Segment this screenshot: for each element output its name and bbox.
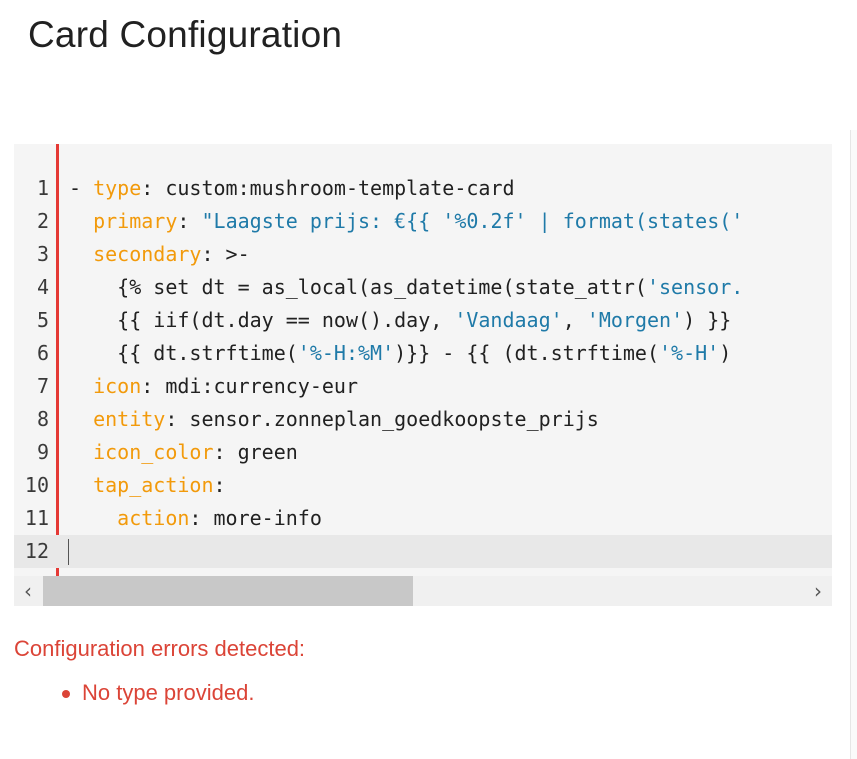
code-token: : sensor.zonneplan_goedkoopste_prijs — [165, 407, 599, 431]
code-token — [69, 242, 93, 266]
yaml-string-token: 'Morgen' — [586, 308, 684, 332]
code-line[interactable]: 2 primary: "Laagste prijs: €{{ '%0.2f' |… — [14, 205, 832, 238]
chevron-left-icon[interactable]: ‹ — [24, 579, 32, 603]
yaml-string-token: '%-H' — [659, 341, 720, 365]
code-token: - — [69, 176, 94, 200]
line-number: 11 — [24, 506, 49, 530]
code-text[interactable]: - type: custom:mushroom-template-card — [69, 172, 515, 205]
line-number: 1 — [36, 176, 49, 200]
code-token — [69, 374, 93, 398]
code-text[interactable]: secondary: >- — [69, 238, 250, 271]
yaml-string-token: "Laagste prijs: €{{ '%0.2f' | format(sta… — [201, 209, 744, 233]
yaml-key-token: icon_color — [93, 440, 214, 464]
code-token — [69, 440, 93, 464]
line-number: 12 — [24, 539, 49, 563]
yaml-key-token: entity — [93, 407, 166, 431]
line-number: 7 — [36, 374, 49, 398]
code-text[interactable]: tap_action: — [69, 469, 226, 502]
yaml-key-token: primary — [93, 209, 178, 233]
code-text[interactable]: {{ dt.strftime('%-H:%M')}} - {{ (dt.strf… — [69, 337, 731, 370]
code-text[interactable]: icon: mdi:currency-eur — [69, 370, 358, 403]
code-line[interactable]: 6 {{ dt.strftime('%-H:%M')}} - {{ (dt.st… — [14, 337, 832, 370]
code-token: ) — [719, 341, 732, 365]
code-token — [69, 506, 117, 530]
code-token: : >- — [201, 242, 250, 266]
panel-edge — [850, 130, 857, 759]
code-line[interactable]: 4 {% set dt = as_local(as_datetime(state… — [14, 271, 832, 304]
code-token: : green — [213, 440, 298, 464]
code-token: : — [213, 473, 226, 497]
line-number: 6 — [36, 341, 49, 365]
page-title: Card Configuration — [28, 14, 343, 55]
code-line[interactable]: 8 entity: sensor.zonneplan_goedkoopste_p… — [14, 403, 832, 436]
code-token — [69, 209, 93, 233]
yaml-key-token: secondary — [93, 242, 202, 266]
code-token: ) }} — [683, 308, 732, 332]
code-text[interactable]: primary: "Laagste prijs: €{{ '%0.2f' | f… — [69, 205, 743, 238]
line-number-gutter — [14, 144, 56, 576]
line-number: 10 — [24, 473, 49, 497]
code-line[interactable]: 12 — [14, 535, 832, 568]
code-token: : more-info — [189, 506, 322, 530]
code-token — [69, 473, 93, 497]
error-heading: Configuration errors detected: — [14, 636, 306, 661]
code-line[interactable]: 5 {{ iif(dt.day == now().day, 'Vandaag',… — [14, 304, 832, 337]
code-line[interactable]: 11 action: more-info — [14, 502, 832, 535]
code-token: {% set dt = as_local(as_datetime(state_a… — [69, 275, 647, 299]
bullet-icon — [62, 690, 70, 698]
error-item: No type provided. — [60, 680, 254, 706]
line-number: 4 — [36, 275, 49, 299]
code-token: {{ iif(dt.day == now().day, — [69, 308, 455, 332]
code-token: : — [177, 209, 202, 233]
yaml-key-token: icon — [93, 374, 142, 398]
code-token: : custom:mushroom-template-card — [141, 176, 515, 200]
code-token — [69, 407, 93, 431]
code-text[interactable]: icon_color: green — [69, 436, 298, 469]
line-number: 5 — [36, 308, 49, 332]
horizontal-scrollbar[interactable]: ‹ › — [14, 576, 832, 606]
code-token: , — [562, 308, 587, 332]
code-text[interactable]: action: more-info — [69, 502, 322, 535]
error-indicator-bar — [56, 144, 59, 576]
code-text[interactable]: {% set dt = as_local(as_datetime(state_a… — [69, 271, 743, 304]
code-text[interactable]: entity: sensor.zonneplan_goedkoopste_pri… — [69, 403, 599, 436]
chevron-right-icon[interactable]: › — [814, 579, 822, 603]
line-number: 3 — [36, 242, 49, 266]
line-number: 8 — [36, 407, 49, 431]
code-line[interactable]: 9 icon_color: green — [14, 436, 832, 469]
code-token: )}} - {{ (dt.strftime( — [394, 341, 660, 365]
error-message: No type provided. — [82, 680, 255, 705]
code-line[interactable]: 7 icon: mdi:currency-eur — [14, 370, 832, 403]
code-text[interactable]: {{ iif(dt.day == now().day, 'Vandaag', '… — [69, 304, 731, 337]
line-number: 9 — [36, 440, 49, 464]
yaml-key-token: tap_action — [93, 473, 214, 497]
code-line[interactable]: 10 tap_action: — [14, 469, 832, 502]
code-line[interactable]: 3 secondary: >- — [14, 238, 832, 271]
yaml-key-token: type — [93, 176, 142, 200]
scrollbar-thumb[interactable] — [43, 576, 413, 606]
yaml-string-token: 'sensor. — [646, 275, 744, 299]
line-number: 2 — [36, 209, 49, 233]
error-list: No type provided. — [60, 680, 254, 706]
yaml-string-token: 'Vandaag' — [454, 308, 563, 332]
text-cursor — [68, 539, 69, 565]
code-line[interactable]: 1- type: custom:mushroom-template-card — [14, 172, 832, 205]
yaml-string-token: '%-H:%M' — [297, 341, 395, 365]
code-token: : mdi:currency-eur — [141, 374, 359, 398]
yaml-key-token: action — [117, 506, 190, 530]
code-token: {{ dt.strftime( — [69, 341, 298, 365]
